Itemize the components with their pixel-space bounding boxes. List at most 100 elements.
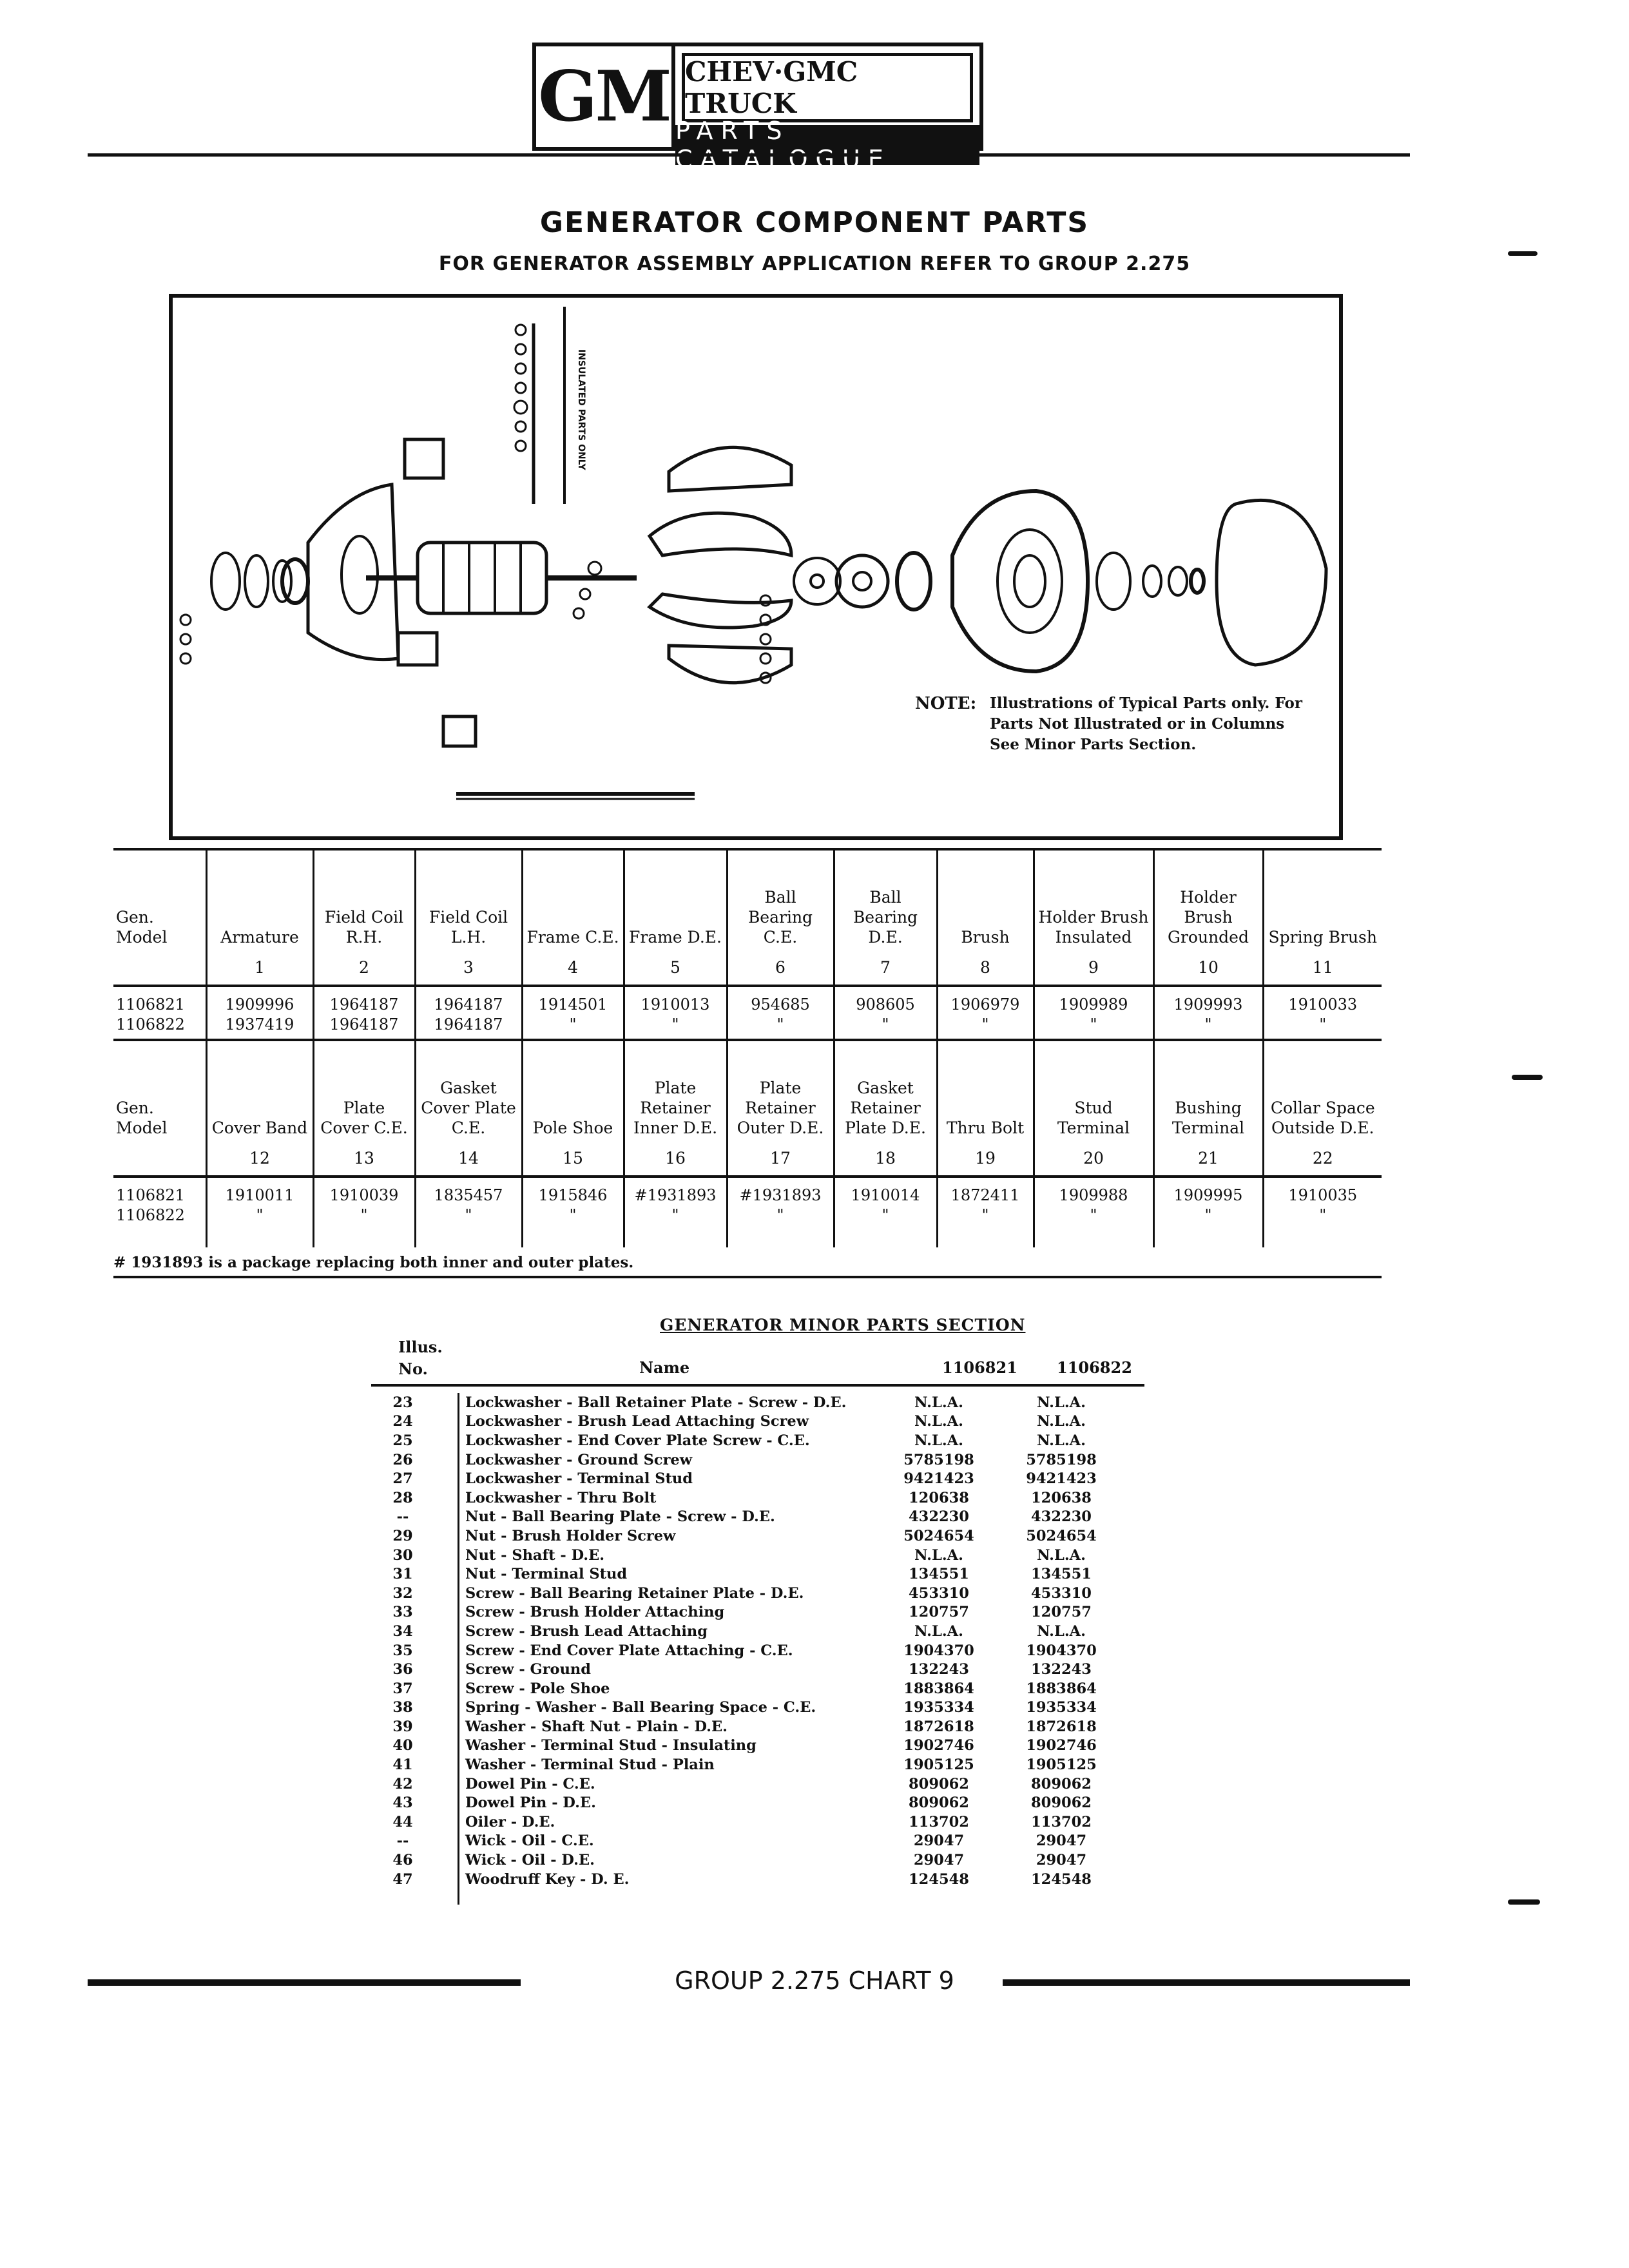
t1-num: 9 [1032,950,1153,987]
minor-column-rule [458,1393,459,1905]
ball-bearing-de-part [895,551,932,611]
t2-header: Stud Terminal [1032,1041,1153,1140]
t2-cell: 1835457" [414,1177,522,1247]
t2-num: 15 [521,1140,624,1178]
list-item: --Nut - Ball Bearing Plate - Screw - D.E… [396,1508,1092,1526]
t1-header: Field Coil L.H. [414,850,522,950]
armature-part [416,541,548,615]
t1-num: 10 [1152,950,1263,987]
header-rule [88,153,1410,157]
t1-header: Ball Bearing D.E. [833,850,937,950]
t2-cell: 1910039" [312,1177,415,1247]
pole-shoe-bottom-part [667,644,793,685]
t1-header: Frame C.E. [521,850,624,950]
t1-num: 4 [521,950,624,987]
t1-num: 2 [312,950,415,987]
parts-table-2: Gen. Model Cover Band Plate Cover C.E. G… [113,1041,1382,1247]
page-subtitle: FOR GENERATOR ASSEMBLY APPLICATION REFER… [438,253,1191,275]
logo-text-block: CHEV·GMC TRUCK PARTS CATALOGUE [675,46,979,173]
generator-exploded-view: INSULATED PARTS ONLY [179,307,1328,800]
end-cover-plate-part [210,552,241,611]
t1-num: 5 [622,950,727,987]
footer-rule-right [1003,1979,1410,1986]
t2-cell: 1910035" [1262,1177,1382,1247]
page-footer: GROUP 2.275 CHART 9 [675,1966,954,1995]
minor-col-model1: 1106821 [942,1358,1017,1377]
t2-cell: 1915846" [521,1177,624,1247]
spring-washer-part [272,559,293,603]
bearing-ce-part [280,557,310,605]
gm-parts-catalogue-logo: GM CHEV·GMC TRUCK PARTS CATALOGUE [532,43,983,173]
minor-col-model2: 1106822 [1057,1358,1132,1377]
t1-header: Spring Brush [1262,850,1382,950]
table1-bottom-rule [113,1039,1382,1041]
t1-header: Field Coil R.H. [312,850,415,950]
table2-number-row: 12 13 14 15 16 17 18 19 20 21 22 [113,1140,1382,1178]
page-title: GENERATOR COMPONENT PARTS [539,206,1090,239]
parts-table-1: Gen. Model Armature Field Coil R.H. Fiel… [113,850,1382,1057]
table1-header-row: Gen. Model Armature Field Coil R.H. Fiel… [113,850,1382,950]
t1-header: Armature [205,850,313,950]
collar-part [1095,552,1132,611]
cover-band-part [1215,498,1328,667]
field-coil-lh-part [647,592,793,629]
t2-header: Gasket Cover Plate C.E. [414,1041,522,1140]
t1-num: 8 [936,950,1034,987]
footer-rule-left [88,1979,521,1986]
t2-header: Plate Retainer Outer D.E. [726,1041,834,1140]
t2-cell: #1931893" [726,1177,834,1247]
gm-logo-mark: GM [536,46,675,147]
brush-holder-part [403,437,445,480]
logo-chev-gmc-truck: CHEV·GMC TRUCK [682,53,973,122]
t2-num: 17 [726,1140,834,1178]
fastener-stack [179,323,772,684]
t2-cell: 1909995" [1152,1177,1263,1247]
minor-parts-title: GENERATOR MINOR PARTS SECTION [660,1316,1026,1334]
drive-end-frame-part [950,488,1090,674]
t2-num: 18 [833,1140,937,1178]
table1-top-rule [113,848,1382,850]
t2-header: Thru Bolt [936,1041,1034,1140]
minor-col-illus: Illus. No. [398,1338,443,1378]
commutator-end-frame-part [306,483,400,662]
edge-mark [1508,1899,1540,1905]
t2-header: Plate Retainer Inner D.E. [622,1041,727,1140]
t2-num: 20 [1032,1140,1153,1178]
note-text: Illustrations of Typical Parts only. For… [990,695,1302,753]
t2-num: 14 [414,1140,522,1178]
gasket-retainer-plate-part [793,557,842,606]
t2-cell: 1872411" [936,1177,1034,1247]
note-heading: NOTE: [915,694,977,713]
logo-parts-catalogue: PARTS CATALOGUE [675,117,979,173]
t2-cell: 1910011" [205,1177,313,1247]
t1-num [113,950,206,987]
table-footnote: # 1931893 is a package replacing both in… [113,1254,634,1271]
t1-header: Brush [936,850,1034,950]
t2-header: Cover Band [205,1041,313,1140]
t2-num: 16 [622,1140,727,1178]
minor-col-name: Name [639,1358,690,1377]
t2-header: Bushing Terminal [1152,1041,1263,1140]
gasket-part [244,554,269,608]
edge-mark [1508,251,1537,256]
t2-num: 12 [205,1140,313,1178]
